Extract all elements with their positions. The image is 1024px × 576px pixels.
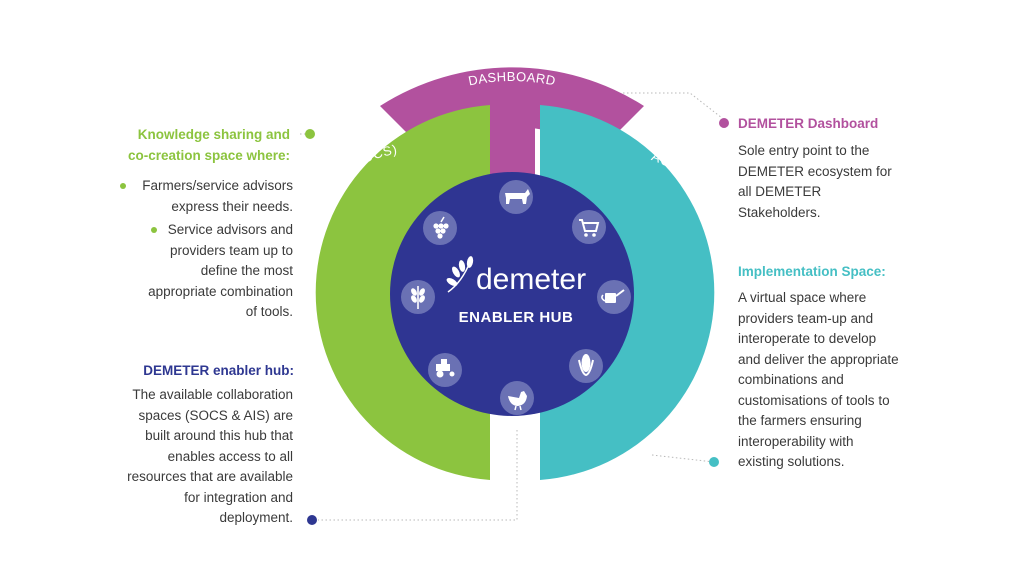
chicken-icon [500, 381, 534, 415]
hub-title: DEMETER enabler hub: [143, 363, 294, 378]
knowledge-bullet-2: Service advisors and providers team up t… [148, 222, 293, 319]
logo-text: demeter [476, 263, 586, 296]
wheat-icon [401, 280, 435, 314]
demeter-logo: demeter [446, 256, 586, 296]
dashboard-stem [489, 99, 535, 180]
dashboard-description: Sole entry point to the DEMETER ecosyste… [738, 143, 892, 220]
implementation-dot [709, 457, 719, 467]
hub-description: The available collaboration spaces (SOCS… [127, 387, 293, 525]
grapes-icon [423, 211, 457, 245]
cart-icon [572, 210, 606, 244]
tractor-icon [428, 353, 462, 387]
dashboard-title: DEMETER Dashboard [738, 116, 879, 131]
cow-icon [499, 180, 533, 214]
corn-icon [569, 349, 603, 383]
watering-can-icon [597, 280, 631, 314]
implementation-description: A virtual space where providers team-up … [738, 290, 899, 469]
dashboard-label: DASHBOARD [467, 69, 557, 89]
hub-subtitle: ENABLER HUB [459, 309, 574, 326]
knowledge-dot [305, 129, 315, 139]
knowledge-bullet-1: Farmers/service advisors express their n… [142, 178, 293, 214]
bullet-2 [151, 227, 157, 233]
dashboard-dot [719, 118, 729, 128]
knowledge-title: Knowledge sharing and co-creation space … [127, 127, 290, 163]
svg-text:DASHBOARD: DASHBOARD [467, 69, 557, 89]
hub-dot [307, 515, 317, 525]
bullet-1 [120, 183, 126, 189]
implementation-connector [651, 454, 715, 463]
implementation-title: Implementation Space: [738, 264, 886, 279]
